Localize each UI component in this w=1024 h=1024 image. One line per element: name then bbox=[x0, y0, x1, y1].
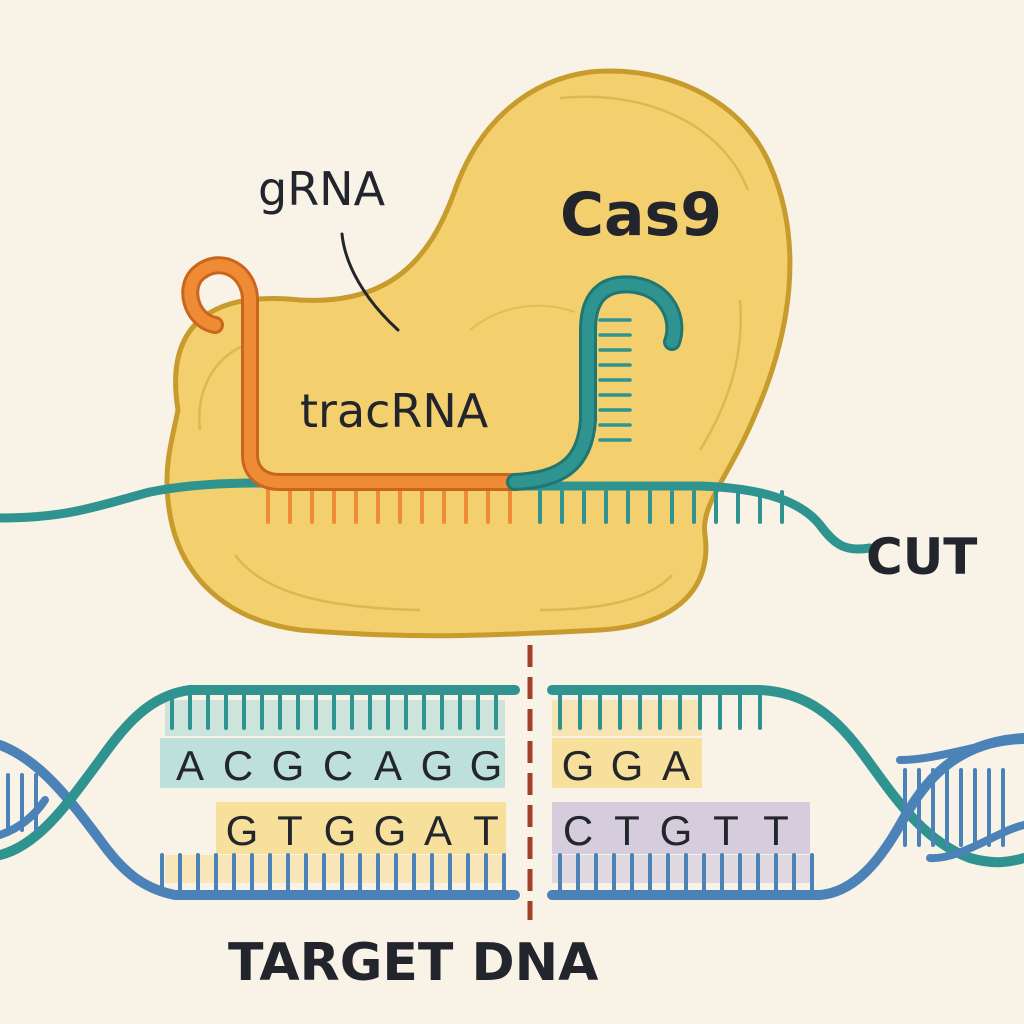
bottom-strand-ticks bbox=[160, 853, 814, 892]
grna-pointer-line bbox=[340, 232, 400, 332]
base-letter: A bbox=[176, 742, 204, 789]
base-letter: G bbox=[226, 807, 259, 854]
base-letter: G bbox=[374, 807, 407, 854]
helix-rungs-left bbox=[6, 773, 38, 832]
target-strand-base-pairs bbox=[538, 490, 784, 524]
base-letter: T bbox=[473, 807, 499, 854]
cas9-protein bbox=[164, 68, 793, 639]
helix-rungs-right bbox=[903, 768, 1005, 847]
base-letter: T bbox=[277, 807, 303, 854]
base-letter: G bbox=[272, 742, 305, 789]
grna-label: gRNA bbox=[258, 162, 386, 216]
base-letter: T bbox=[713, 807, 739, 854]
bottom-row-bases: G T G G A T C T G T T bbox=[226, 807, 789, 854]
base-letter: A bbox=[662, 742, 690, 789]
base-letter: T bbox=[614, 807, 640, 854]
base-letter: G bbox=[470, 742, 503, 789]
dna-helix-left-teal bbox=[0, 685, 520, 860]
base-letter: T bbox=[763, 807, 789, 854]
top-row-bases: A C G C A G G G G A bbox=[176, 742, 690, 789]
base-letter: C bbox=[223, 742, 253, 789]
base-letter: C bbox=[563, 807, 593, 854]
base-letter: G bbox=[611, 742, 644, 789]
dna-helix-left-blue bbox=[0, 740, 520, 900]
dna-helix-right-teal bbox=[547, 685, 1024, 868]
target-dna-label: TARGET DNA bbox=[228, 933, 598, 993]
base-letter: A bbox=[424, 807, 452, 854]
base-letter: C bbox=[323, 742, 353, 789]
base-letter: G bbox=[324, 807, 357, 854]
base-letter: G bbox=[660, 807, 693, 854]
cut-label: CUT bbox=[866, 528, 977, 586]
top-strand-ticks bbox=[170, 693, 762, 730]
tracrna-label: tracRNA bbox=[300, 384, 489, 438]
base-letter: G bbox=[421, 742, 454, 789]
tracrrna-hairpin-pairs bbox=[598, 318, 632, 442]
base-letter: G bbox=[562, 742, 595, 789]
cas9-label: Cas9 bbox=[560, 180, 722, 250]
spacer-base-pairs bbox=[266, 488, 512, 524]
base-letter: A bbox=[374, 742, 402, 789]
